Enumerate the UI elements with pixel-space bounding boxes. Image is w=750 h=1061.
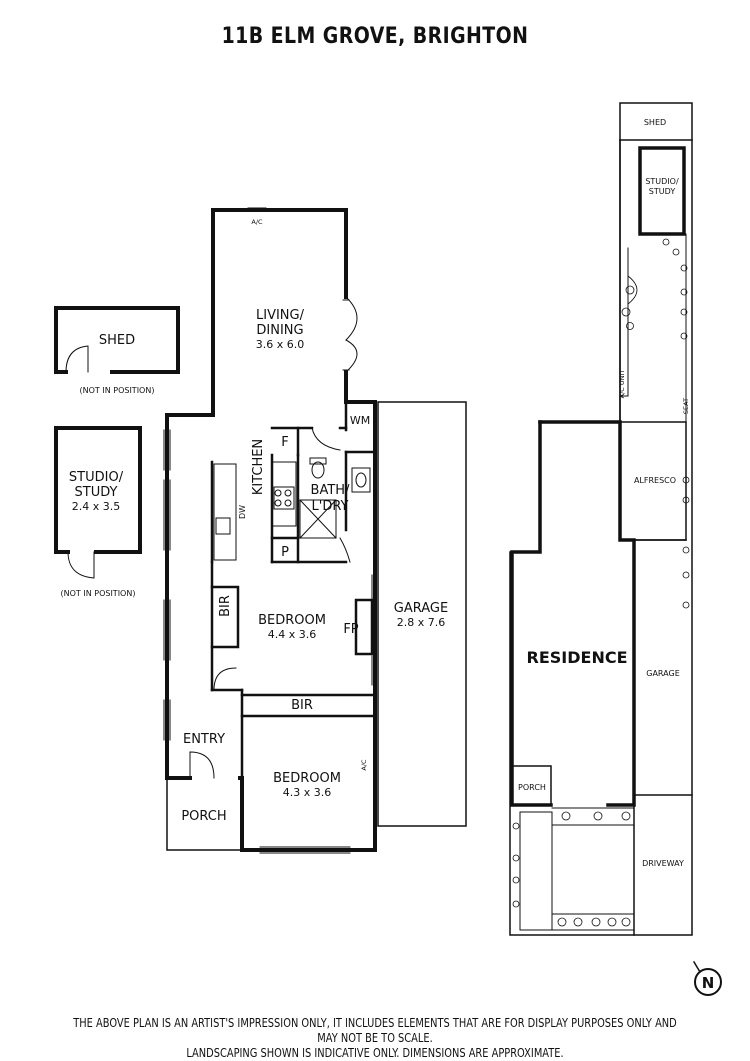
bedroom1-size: 4.4 x 3.6: [268, 628, 317, 641]
compass-icon: [692, 960, 722, 996]
studio-name-line1: STUDIO/: [69, 470, 124, 485]
shed-note: (NOT IN POSITION): [80, 386, 155, 395]
site-garage-label: GARAGE: [646, 669, 680, 678]
bedroom2-name: BEDROOM: [273, 771, 341, 786]
site-residence-label: RESIDENCE: [527, 648, 628, 667]
living-label-line1: LIVING/: [256, 308, 305, 323]
site-driveway-label: DRIVEWAY: [642, 859, 684, 868]
pantry-label: P: [281, 545, 289, 560]
disclaimer: THE ABOVE PLAN IS AN ARTIST'S IMPRESSION…: [68, 1016, 683, 1061]
shed-name: SHED: [99, 333, 135, 348]
studio-note: (NOT IN POSITION): [61, 589, 136, 598]
site-shed-label: SHED: [644, 118, 666, 127]
kitchen-label: KITCHEN: [251, 439, 266, 495]
bedroom2-size: 4.3 x 3.6: [283, 786, 332, 799]
garage-name: GARAGE: [394, 601, 448, 616]
porch-label: PORCH: [181, 809, 226, 824]
door-swings: [189, 296, 358, 779]
bath-label-line1: BATH/: [311, 483, 351, 498]
bedroom1-name: BEDROOM: [258, 613, 326, 628]
garage-outline: [377, 401, 467, 827]
porch-outline: [166, 777, 243, 851]
garage-size: 2.8 x 7.6: [397, 616, 446, 629]
compass-label: N: [702, 974, 715, 992]
studio-name-line2: STUDY: [75, 485, 118, 500]
studio-outline: [54, 426, 142, 579]
site-studio-line1: STUDIO/: [645, 177, 679, 186]
wm-label: WM: [350, 414, 370, 427]
bath-fixtures: [309, 457, 371, 493]
bir-label-bedroom1: BIR: [218, 595, 233, 617]
shed-outline: [54, 306, 180, 374]
site-plants: [512, 238, 690, 927]
shower: [299, 499, 337, 539]
studio-size: 2.4 x 3.5: [72, 500, 121, 513]
site-plan: [509, 102, 693, 936]
fridge-label: F: [281, 435, 288, 450]
site-ac-unit-label: A/C UNIT: [618, 370, 626, 399]
living-ac-label: A/C: [251, 218, 263, 226]
bir-label-hall: BIR: [291, 698, 313, 713]
site-porch-label: PORCH: [518, 783, 546, 792]
plan-title: 11B ELM GROVE, BRIGHTON: [221, 24, 529, 49]
disclaimer-line2: LANDSCAPING SHOWN IS INDICATIVE ONLY. DI…: [186, 1046, 564, 1060]
living-label-line2: DINING: [256, 323, 303, 338]
site-alfresco-label: ALFRESCO: [634, 476, 676, 485]
entry-label: ENTRY: [183, 732, 225, 747]
disclaimer-line1: THE ABOVE PLAN IS AN ARTIST'S IMPRESSION…: [73, 1016, 677, 1045]
site-studio-line2: STUDY: [649, 187, 676, 196]
fireplace-label: FP: [343, 622, 358, 637]
kitchen-bench: [213, 461, 297, 561]
bath-label-line2: L'DRY: [312, 499, 349, 514]
bedroom2-ac-label: A/C: [360, 759, 368, 771]
site-seat-label: SEAT: [682, 398, 690, 414]
interior-walls: [210, 400, 377, 780]
living-size: 3.6 x 6.0: [256, 338, 305, 351]
dishwasher-label: DW: [238, 505, 247, 519]
